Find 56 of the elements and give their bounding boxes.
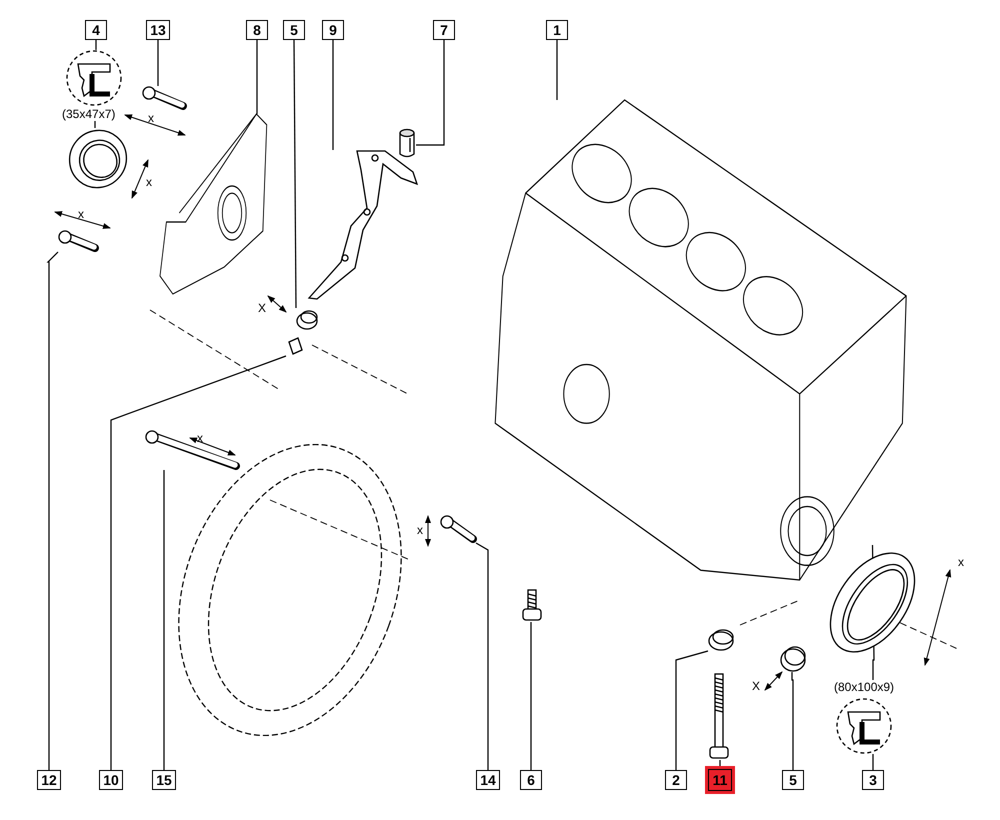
leader-line [675, 650, 708, 770]
bushing-drawing [708, 627, 734, 651]
plug-drawing [296, 308, 318, 330]
callout-number: 14 [476, 770, 500, 790]
dimension-label: X [258, 302, 266, 314]
dowel-pin-drawing [398, 128, 416, 158]
leader-line [46, 252, 58, 770]
callout-number: 8 [246, 20, 268, 40]
seal-profile-detail-drawing [836, 698, 892, 754]
leader-line [163, 470, 165, 770]
leader-line [791, 672, 794, 770]
callout-number: 13 [146, 20, 170, 40]
seal-size-text: (35x47x7) [62, 107, 128, 121]
leader-line [293, 40, 297, 308]
leader-line [556, 40, 558, 100]
leader-line [110, 355, 286, 770]
dimension-label: x [148, 112, 154, 124]
dowel-pin-drawing [286, 336, 304, 356]
callout-number: 4 [85, 20, 107, 40]
callout-number: 12 [37, 770, 61, 790]
callout-number: 1 [546, 20, 568, 40]
dimension-label: x [197, 432, 203, 444]
callout-number: 5 [283, 20, 305, 40]
leader-line [256, 40, 258, 114]
bolt-drawing [145, 430, 239, 470]
dimension-label: x [417, 524, 423, 536]
seal-ring-drawing [68, 128, 128, 190]
callout-number: 2 [665, 770, 687, 790]
seal-size-text: (80x100x9) [834, 680, 912, 694]
bolt-drawing [142, 86, 186, 110]
leader-line [332, 40, 334, 150]
plug-drawing [780, 644, 806, 672]
leader-line [94, 121, 96, 128]
callout-number: 15 [152, 770, 176, 790]
callout-number: 7 [433, 20, 455, 40]
leader-line [476, 542, 489, 770]
dimension-label: x [78, 208, 84, 220]
gasket-drawing [305, 150, 420, 300]
bolt-drawing [440, 515, 476, 543]
cover-drawing [160, 114, 268, 294]
dimension-label: X [752, 680, 760, 692]
callout-number: 5 [782, 770, 804, 790]
dimension-label: x [958, 556, 964, 568]
dimension-label: x [146, 176, 152, 188]
leader-line [157, 40, 159, 86]
leader-line [416, 40, 445, 146]
seal-profile-detail-drawing [66, 50, 122, 106]
bolt-drawing [58, 230, 98, 252]
leader-line [530, 622, 532, 770]
leader-line [872, 754, 874, 770]
callout-number: 10 [99, 770, 123, 790]
leader-line [95, 40, 97, 50]
callout-number: 11 [705, 766, 735, 794]
callout-number: 3 [862, 770, 884, 790]
callout-number: 9 [322, 20, 344, 40]
callout-number: 6 [520, 770, 542, 790]
